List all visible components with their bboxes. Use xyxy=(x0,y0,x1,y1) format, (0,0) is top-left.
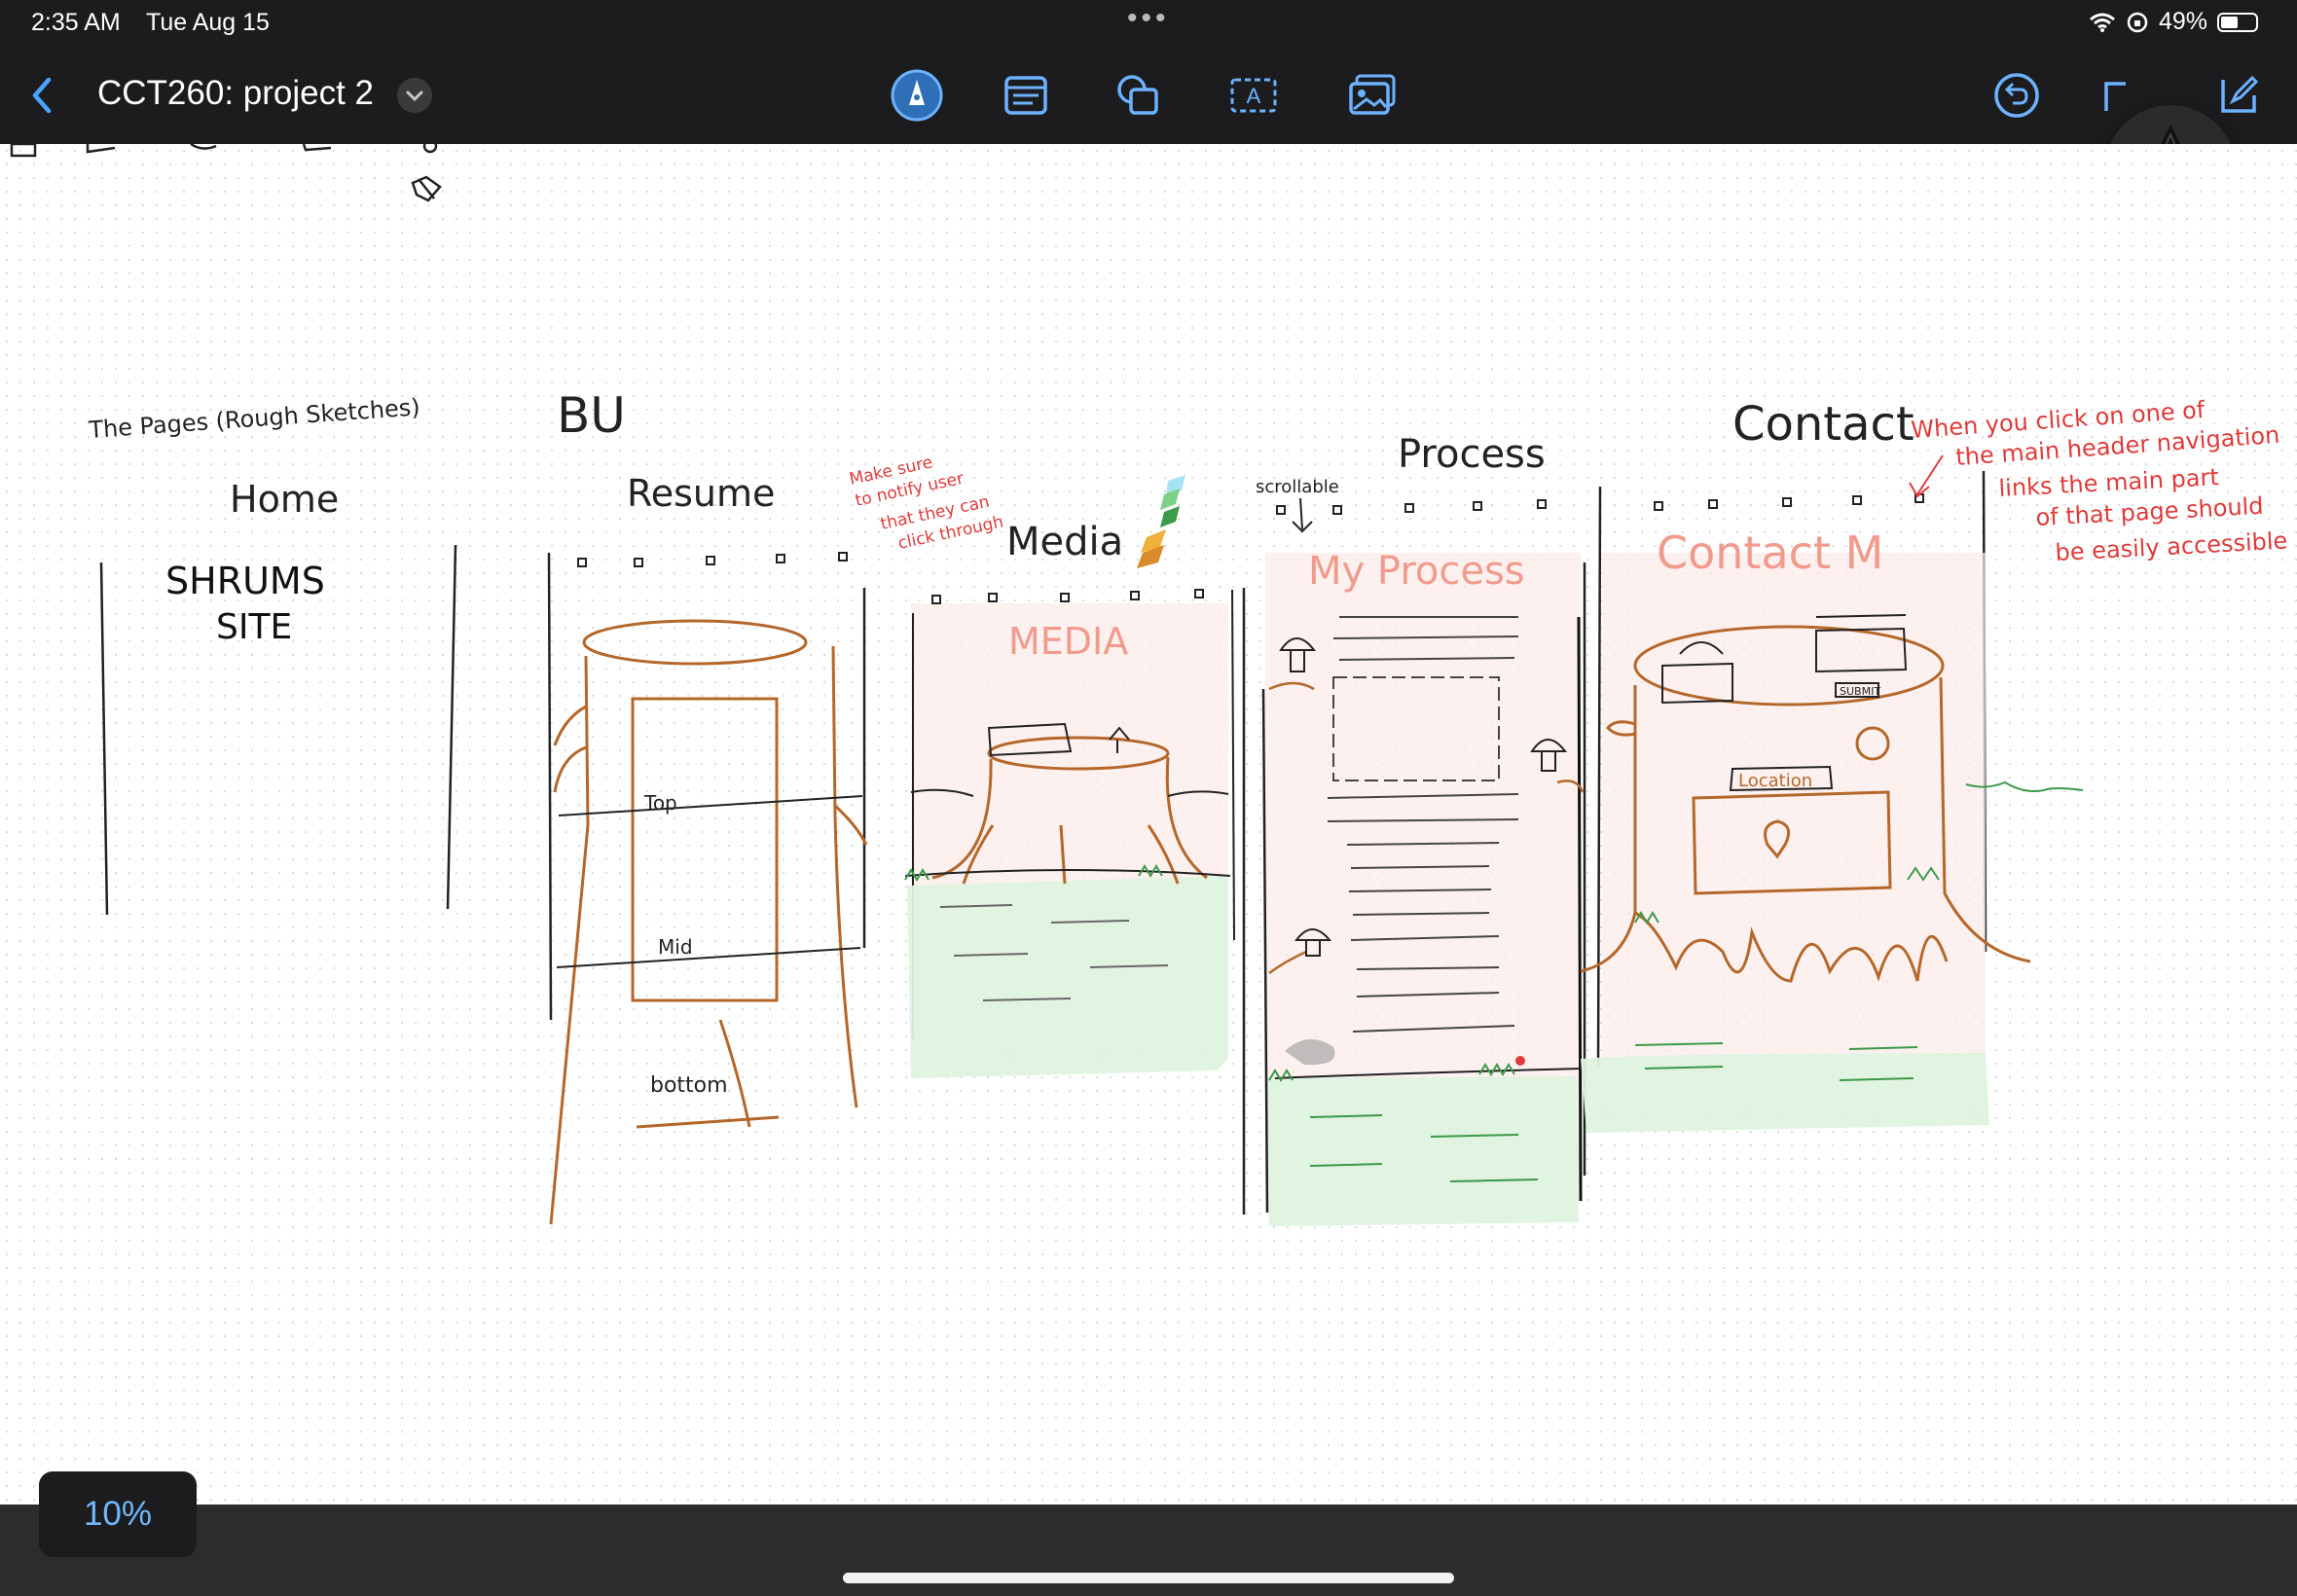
image-icon[interactable] xyxy=(1345,68,1400,123)
svg-text:A: A xyxy=(1247,84,1261,108)
scrollable-note: scrollable xyxy=(1256,477,1339,497)
bottom-bar xyxy=(0,1505,2297,1596)
battery-icon xyxy=(2217,12,2258,32)
status-time: 2:35 AM xyxy=(31,9,121,36)
drawing-canvas[interactable]: The Pages (Rough Sketches) Home SHRUMS S… xyxy=(0,144,2297,1505)
color-swatches xyxy=(1137,475,1185,568)
status-date: Tue Aug 15 xyxy=(146,9,270,36)
process-label: Process xyxy=(1398,432,1546,477)
contact-label: Contact xyxy=(1732,397,1914,452)
notify-note: Make sure to notify user that they can c… xyxy=(848,453,1005,554)
title-dropdown-chevron-icon[interactable] xyxy=(397,78,432,113)
sketch-drawing[interactable]: The Pages (Rough Sketches) Home SHRUMS S… xyxy=(0,144,2297,1505)
shapes-icon[interactable] xyxy=(1112,68,1166,123)
bottom-section-label: bottom xyxy=(650,1073,728,1098)
contact-banner: Contact M xyxy=(1657,526,1883,579)
edit-corner-icon[interactable] xyxy=(2096,68,2151,123)
home-indicator[interactable] xyxy=(843,1573,1454,1583)
multitasking-dots-icon[interactable]: ••• xyxy=(1127,2,1170,34)
toolbar: CCT260: project 2 A xyxy=(0,47,2297,237)
undo-icon[interactable] xyxy=(1989,68,2044,123)
site-name-line2: SITE xyxy=(216,607,292,647)
media-page-sketch: Media MEDIA xyxy=(904,520,1235,1078)
orientation-lock-icon xyxy=(2127,12,2148,32)
media-label: Media xyxy=(1006,520,1123,564)
status-bar: 2:35 AM Tue Aug 15 ••• 49% xyxy=(0,0,2297,47)
wifi-icon xyxy=(2089,13,2115,32)
clipped-top-doodles xyxy=(10,144,442,202)
home-label: Home xyxy=(230,478,339,521)
submit-button-sketch: SUBMIT xyxy=(1840,685,1880,698)
contact-page-sketch: Contact Contact M xyxy=(1580,397,2084,1176)
site-name-line1: SHRUMS xyxy=(165,560,325,602)
mid-section-label: Mid xyxy=(658,935,693,959)
battery-percent: 49% xyxy=(2158,8,2207,35)
bu-label: BU xyxy=(557,387,626,444)
zoom-level-badge[interactable]: 10% xyxy=(39,1471,197,1557)
my-process-banner: My Process xyxy=(1308,549,1525,594)
location-label-sketch: Location xyxy=(1738,771,1812,791)
top-section-label: Top xyxy=(643,791,677,815)
notes-icon[interactable] xyxy=(999,68,1053,123)
process-page-sketch: scrollable Process My Process xyxy=(1242,432,1585,1226)
document-title[interactable]: CCT260: project 2 xyxy=(97,74,375,112)
home-page-sketch: The Pages (Rough Sketches) Home SHRUMS S… xyxy=(87,393,457,916)
edit-icon[interactable] xyxy=(2209,68,2264,123)
back-chevron-icon[interactable] xyxy=(21,74,64,117)
media-banner: MEDIA xyxy=(1008,620,1128,663)
status-right: 49% xyxy=(2089,8,2258,36)
svg-text:be easily accessible: be easily accessible xyxy=(2055,527,2288,566)
nav-note: When you click on one of the main header… xyxy=(1909,396,2288,566)
pen-tool-icon[interactable] xyxy=(890,68,944,123)
resume-label: Resume xyxy=(627,472,775,515)
text-box-icon[interactable]: A xyxy=(1226,68,1281,123)
resume-page-sketch: BU Resume Top xyxy=(547,387,868,1225)
pages-title-note: The Pages (Rough Sketches) xyxy=(87,393,420,444)
